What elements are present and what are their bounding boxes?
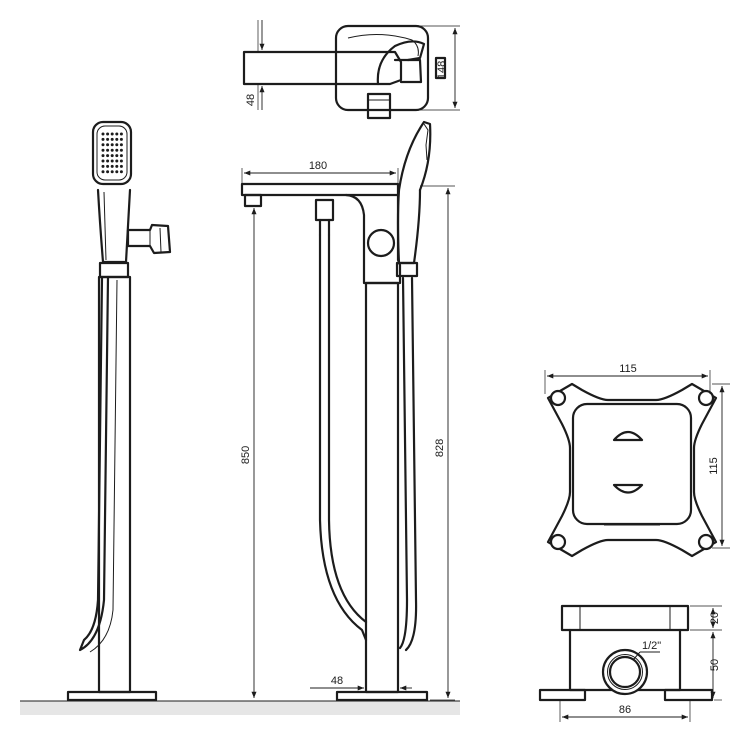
nozzle-dot (119, 132, 123, 136)
spray-nozzles (101, 132, 123, 174)
dim-spout-reach: 180 (241, 160, 399, 184)
floor-line (20, 700, 460, 715)
nozzle-dot (110, 164, 114, 168)
nozzle-dot (110, 154, 114, 158)
dim-overall-height: 850 (240, 205, 262, 698)
nozzle-dot (115, 137, 119, 141)
nozzle-dot (110, 137, 114, 141)
dim-label-86: 86 (619, 704, 631, 716)
nozzle-dot (106, 154, 110, 158)
nozzle-dot (106, 137, 110, 141)
nozzle-dot (115, 143, 119, 147)
top-view-faucet (242, 24, 447, 120)
nozzle-dot (106, 170, 110, 174)
dim-wall-box-height: 148 (420, 25, 460, 111)
dim-label-828: 828 (434, 439, 446, 457)
dim-wall-box-offset: 48 (245, 20, 265, 110)
nozzle-dot (101, 148, 105, 152)
dim-plate-width: 115 (544, 363, 711, 394)
nozzle-dot (110, 143, 114, 147)
nozzle-dot (106, 132, 110, 136)
nozzle-dot (101, 143, 105, 147)
nozzle-dot (119, 143, 123, 147)
dim-plate-height: 115 (708, 383, 730, 549)
nozzle-dot (110, 170, 114, 174)
dim-box-depth: 50 (709, 632, 722, 701)
nozzle-dot (106, 164, 110, 168)
nozzle-dot (106, 159, 110, 163)
dim-label-115-height: 115 (708, 457, 720, 475)
nozzle-dot (119, 148, 123, 152)
thread-label: 1/2" (642, 640, 661, 652)
nozzle-dot (115, 159, 119, 163)
nozzle-dot (101, 170, 105, 174)
dim-label-50: 50 (709, 659, 721, 671)
dim-box-depth-top: 20 (690, 605, 722, 631)
mounting-box: 1/2" (538, 604, 714, 702)
dim-label-148: 148 (436, 61, 448, 79)
dim-label-115-width: 115 (619, 363, 637, 375)
nozzle-dot (119, 170, 123, 174)
nozzle-dot (115, 132, 119, 136)
nozzle-dot (101, 159, 105, 163)
dim-label-850: 850 (240, 446, 252, 464)
side-view-faucet (66, 120, 172, 702)
nozzle-dot (110, 132, 114, 136)
nozzle-dot (110, 159, 114, 163)
nozzle-dot (115, 148, 119, 152)
dim-label-48-top: 48 (245, 94, 257, 106)
nozzle-dot (115, 154, 119, 158)
nozzle-dot (119, 159, 123, 163)
nozzle-dot (119, 154, 123, 158)
dim-label-180: 180 (309, 160, 327, 172)
mounting-plate (546, 382, 718, 558)
nozzle-dot (119, 137, 123, 141)
nozzle-dot (115, 164, 119, 168)
nozzle-dot (101, 164, 105, 168)
front-view-faucet (240, 120, 432, 702)
dim-label-48-column: 48 (331, 675, 343, 687)
nozzle-dot (115, 170, 119, 174)
nozzle-dot (110, 148, 114, 152)
nozzle-dot (101, 137, 105, 141)
dim-spout-height: 828 (420, 185, 455, 701)
dim-column-width: 48 (310, 675, 412, 691)
nozzle-dot (106, 143, 110, 147)
dim-label-20: 20 (709, 612, 721, 624)
nozzle-dot (119, 164, 123, 168)
dim-box-width: 86 (559, 700, 691, 722)
nozzle-dot (101, 154, 105, 158)
nozzle-dot (106, 148, 110, 152)
nozzle-dot (101, 132, 105, 136)
